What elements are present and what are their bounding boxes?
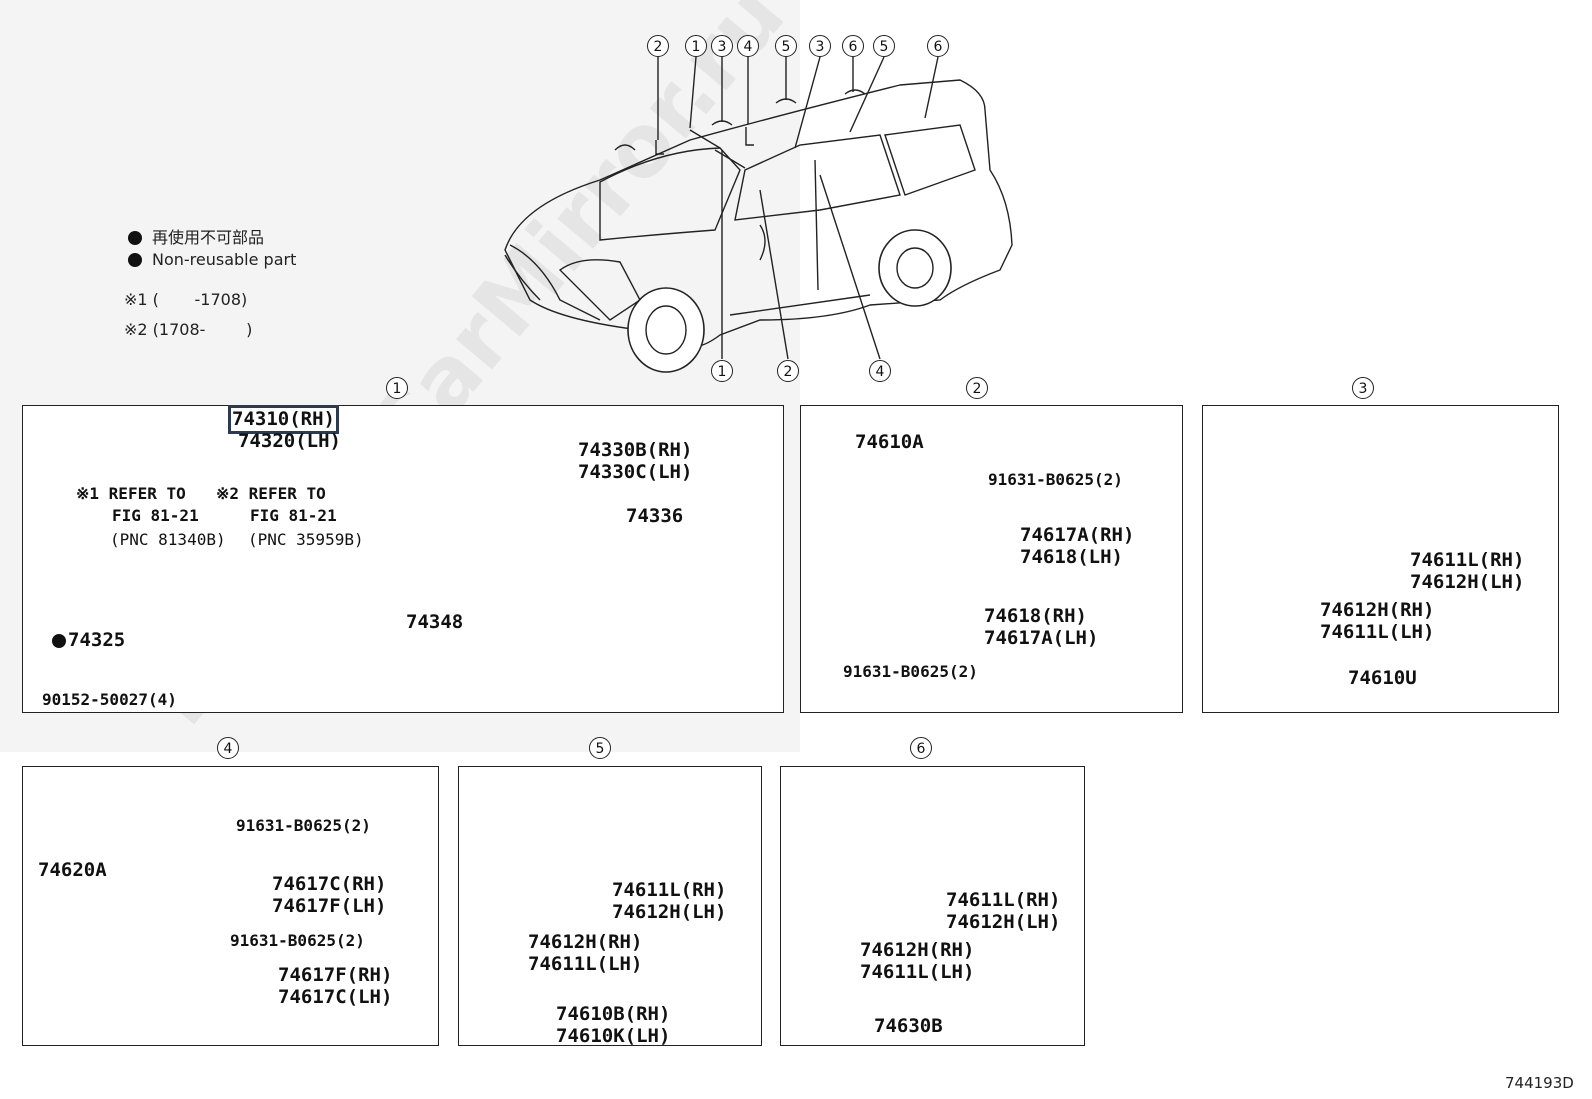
part-74610b-rh[interactable]: 74610B(RH) xyxy=(556,1003,671,1025)
part-74310-rh[interactable]: 74310(RH) xyxy=(228,405,339,434)
nonreusable-dot-icon xyxy=(52,634,66,648)
callout-top-4: 4 xyxy=(737,35,759,57)
part-74610a[interactable]: 74610A xyxy=(855,431,924,453)
callout-bottom-2: 2 xyxy=(777,360,799,382)
panel-2-assist-grip xyxy=(800,405,1183,713)
part-74617a-rh[interactable]: 74617A(RH) xyxy=(1020,524,1135,546)
panel-3-assist-grip xyxy=(1202,405,1559,713)
callout-top-5: 5 xyxy=(775,35,797,57)
refer-note-1: ※1 REFER TO xyxy=(76,484,186,503)
legend-note-1: ※1 ( -1708) xyxy=(124,290,248,309)
panel-1-sun-visor xyxy=(22,405,784,713)
legend-nonreusable-en: Non-reusable part xyxy=(128,250,296,269)
panel-5-assist-grip xyxy=(458,766,762,1046)
part-74617c-lh[interactable]: 74617C(LH) xyxy=(278,986,393,1008)
panel-1-callout: 1 xyxy=(386,377,408,399)
panel-5-callout: 5 xyxy=(589,737,611,759)
part-74611l-lh[interactable]: 74611L(LH) xyxy=(528,953,643,975)
figure-number: 744193D xyxy=(1505,1074,1574,1092)
legend-note-2: ※2 (1708- ) xyxy=(124,320,253,339)
callout-top-3: 3 xyxy=(711,35,733,57)
part-74336[interactable]: 74336 xyxy=(626,505,684,527)
callout-top-2: 1 xyxy=(685,35,707,57)
part-74612h-lh[interactable]: 74612H(LH) xyxy=(612,901,727,923)
panel-3-callout: 3 xyxy=(1352,377,1374,399)
panel-6-assist-grip xyxy=(780,766,1085,1046)
nonreusable-dot-icon xyxy=(128,231,142,245)
panel-2-callout: 2 xyxy=(966,377,988,399)
part-74611l-rh[interactable]: 74611L(RH) xyxy=(946,889,1061,911)
part-91631-b0625-top[interactable]: 91631-B0625(2) xyxy=(988,470,1123,489)
legend-nonreusable-jp: 再使用不可部品 xyxy=(128,224,264,248)
part-74618-lh[interactable]: 74618(LH) xyxy=(1020,546,1123,568)
callout-top-9: 6 xyxy=(927,35,949,57)
panel-4-assist-grip xyxy=(22,766,439,1046)
callout-top-8: 5 xyxy=(873,35,895,57)
part-74320-lh[interactable]: 74320(LH) xyxy=(238,430,341,452)
part-74617c-rh[interactable]: 74617C(RH) xyxy=(272,873,387,895)
refer-note-2: ※2 REFER TO xyxy=(216,484,326,503)
part-74618-rh[interactable]: 74618(RH) xyxy=(984,605,1087,627)
panel-6-callout: 6 xyxy=(910,737,932,759)
part-91631-b0625-bottom[interactable]: 91631-B0625(2) xyxy=(230,931,365,950)
refer-note-2-fig[interactable]: FIG 81-21 xyxy=(250,506,337,525)
nonreusable-dot-icon xyxy=(128,253,142,267)
callout-bottom-1: 1 xyxy=(711,360,733,382)
refer-note-2-pnc: (PNC 35959B) xyxy=(248,530,364,549)
part-74611l-rh[interactable]: 74611L(RH) xyxy=(612,879,727,901)
part-74325[interactable]: 74325 xyxy=(52,630,125,651)
part-90152-50027[interactable]: 90152-50027(4) xyxy=(42,690,177,709)
refer-note-1-fig[interactable]: FIG 81-21 xyxy=(112,506,199,525)
part-74330b-rh[interactable]: 74330B(RH) xyxy=(578,439,693,461)
part-74617f-lh[interactable]: 74617F(LH) xyxy=(272,895,387,917)
part-74617f-rh[interactable]: 74617F(RH) xyxy=(278,964,393,986)
refer-note-1-pnc: (PNC 81340B) xyxy=(110,530,226,549)
part-74348[interactable]: 74348 xyxy=(406,611,464,633)
part-91631-b0625-top[interactable]: 91631-B0625(2) xyxy=(236,816,371,835)
part-74617a-lh[interactable]: 74617A(LH) xyxy=(984,627,1099,649)
part-74611l-lh[interactable]: 74611L(LH) xyxy=(1320,621,1435,643)
part-74610k-lh[interactable]: 74610K(LH) xyxy=(556,1025,671,1047)
panel-4-callout: 4 xyxy=(217,737,239,759)
part-74612h-rh[interactable]: 74612H(RH) xyxy=(1320,599,1435,621)
part-91631-b0625-bottom[interactable]: 91631-B0625(2) xyxy=(843,662,978,681)
part-74330c-lh[interactable]: 74330C(LH) xyxy=(578,461,693,483)
part-74612h-lh[interactable]: 74612H(LH) xyxy=(946,911,1061,933)
part-74612h-rh[interactable]: 74612H(RH) xyxy=(860,939,975,961)
part-74610u[interactable]: 74610U xyxy=(1348,667,1417,689)
callout-bottom-3: 4 xyxy=(869,360,891,382)
part-74620a[interactable]: 74620A xyxy=(38,859,107,881)
callout-top-7: 6 xyxy=(842,35,864,57)
callout-top-6: 3 xyxy=(809,35,831,57)
callout-top-1: 2 xyxy=(647,35,669,57)
part-74611l-rh[interactable]: 74611L(RH) xyxy=(1410,549,1525,571)
part-74630b[interactable]: 74630B xyxy=(874,1015,943,1037)
part-74612h-lh[interactable]: 74612H(LH) xyxy=(1410,571,1525,593)
part-74611l-lh[interactable]: 74611L(LH) xyxy=(860,961,975,983)
part-74612h-rh[interactable]: 74612H(RH) xyxy=(528,931,643,953)
